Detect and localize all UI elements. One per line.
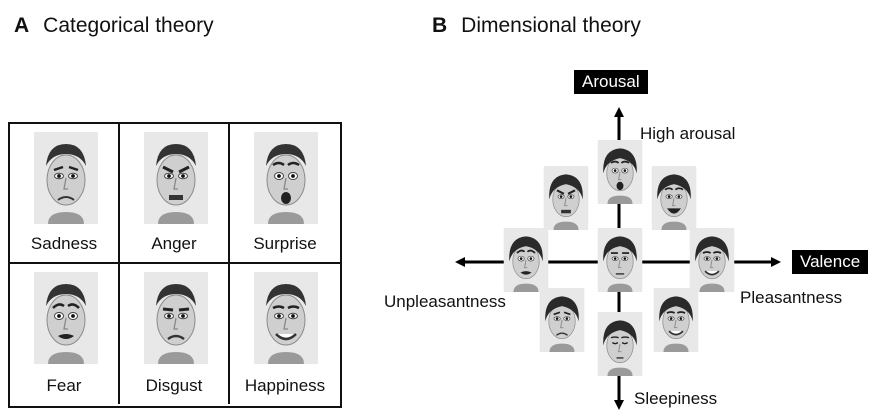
arousal-label-box: Arousal — [574, 70, 648, 94]
sad-face-icon — [534, 288, 590, 352]
angry-face-icon — [144, 132, 208, 224]
panel-a-title: A Categorical theory — [14, 14, 214, 38]
cell-surprise: Surprise — [230, 124, 340, 264]
unpleasantness-label: Unpleasantness — [384, 292, 506, 311]
cell-label: Disgust — [145, 376, 203, 395]
panel-b-title: B Dimensional theory — [432, 14, 641, 38]
happy-open-face-icon — [646, 166, 702, 230]
panel-a-title-text: Categorical theory — [43, 14, 214, 37]
sad-face-icon — [34, 132, 98, 224]
surprised-face-icon — [254, 132, 318, 224]
cell-label: Happiness — [244, 376, 326, 395]
panel-a-letter: A — [14, 14, 30, 37]
fearful-face-icon — [34, 272, 98, 364]
surprised-face-icon — [592, 140, 648, 204]
cell-label: Surprise — [253, 234, 317, 253]
high-arousal-label: High arousal — [640, 124, 736, 143]
fearful-face-icon — [498, 228, 554, 292]
sleepy-face-icon — [592, 312, 648, 376]
cell-fear: Fear — [10, 264, 120, 404]
happy-face-icon — [684, 228, 740, 292]
cell-label: Fear — [46, 376, 82, 395]
cell-sadness: Sadness — [10, 124, 120, 264]
valence-label-box: Valence — [792, 250, 869, 274]
content-face-icon — [648, 288, 704, 352]
cell-label: Sadness — [30, 234, 98, 253]
angry-face-icon — [538, 166, 594, 230]
cell-label: Anger — [151, 234, 197, 253]
panel-b-letter: B — [432, 14, 448, 37]
disgusted-face-icon — [144, 272, 208, 364]
cell-happiness: Happiness — [230, 264, 340, 404]
categorical-grid: Sadness Anger Surprise Fear Disgust Happ… — [8, 122, 342, 408]
happy-face-icon — [254, 272, 318, 364]
pleasantness-label: Pleasantness — [740, 288, 843, 307]
cell-disgust: Disgust — [120, 264, 230, 404]
neutral-face-icon — [592, 228, 648, 292]
cell-anger: Anger — [120, 124, 230, 264]
sleepiness-label: Sleepiness — [634, 389, 718, 408]
panel-b-title-text: Dimensional theory — [461, 14, 641, 37]
